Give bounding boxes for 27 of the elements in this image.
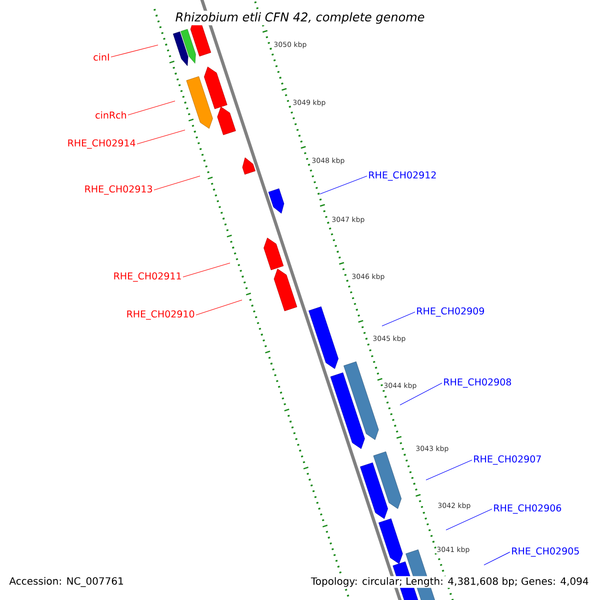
leader-line bbox=[154, 176, 200, 190]
leader-line bbox=[110, 44, 158, 58]
map-title: Rhizobium etli CFN 42, complete genome bbox=[174, 10, 426, 26]
gene-label: RHE_CH02913 bbox=[85, 185, 152, 195]
leader-line bbox=[426, 460, 472, 480]
gene-label: RHE_CH02909 bbox=[417, 307, 484, 317]
gene-label: cinI bbox=[94, 53, 109, 61]
gene-label: RHE_CH02906 bbox=[494, 504, 562, 514]
gene-label: RHE_CH02912 bbox=[369, 171, 436, 181]
gene-label: RHE_CH02914 bbox=[68, 139, 136, 149]
gene-label: RHE_CH02908 bbox=[444, 378, 512, 388]
gene-label: RHE_CH02907 bbox=[474, 455, 541, 465]
leader-line bbox=[136, 130, 186, 144]
info-text: Accession: NC_007761 bbox=[8, 576, 125, 588]
leader-line bbox=[446, 508, 492, 530]
leader-line bbox=[128, 100, 176, 116]
gene-label: cinRch bbox=[96, 111, 126, 119]
leader-line bbox=[182, 262, 230, 278]
leader-line bbox=[484, 552, 510, 566]
leader-line bbox=[400, 382, 442, 406]
leader-line bbox=[196, 300, 242, 316]
gene-label: RHE_CH02911 bbox=[114, 272, 181, 282]
leader-line bbox=[382, 312, 416, 326]
gene-label: RHE_CH02905 bbox=[512, 547, 579, 557]
leader-line bbox=[320, 176, 368, 194]
gene-label: RHE_CH02910 bbox=[127, 310, 194, 320]
info-text: Topology: circular; Length: 4,381,608 bp; Genes: 4,094 bbox=[310, 576, 590, 588]
